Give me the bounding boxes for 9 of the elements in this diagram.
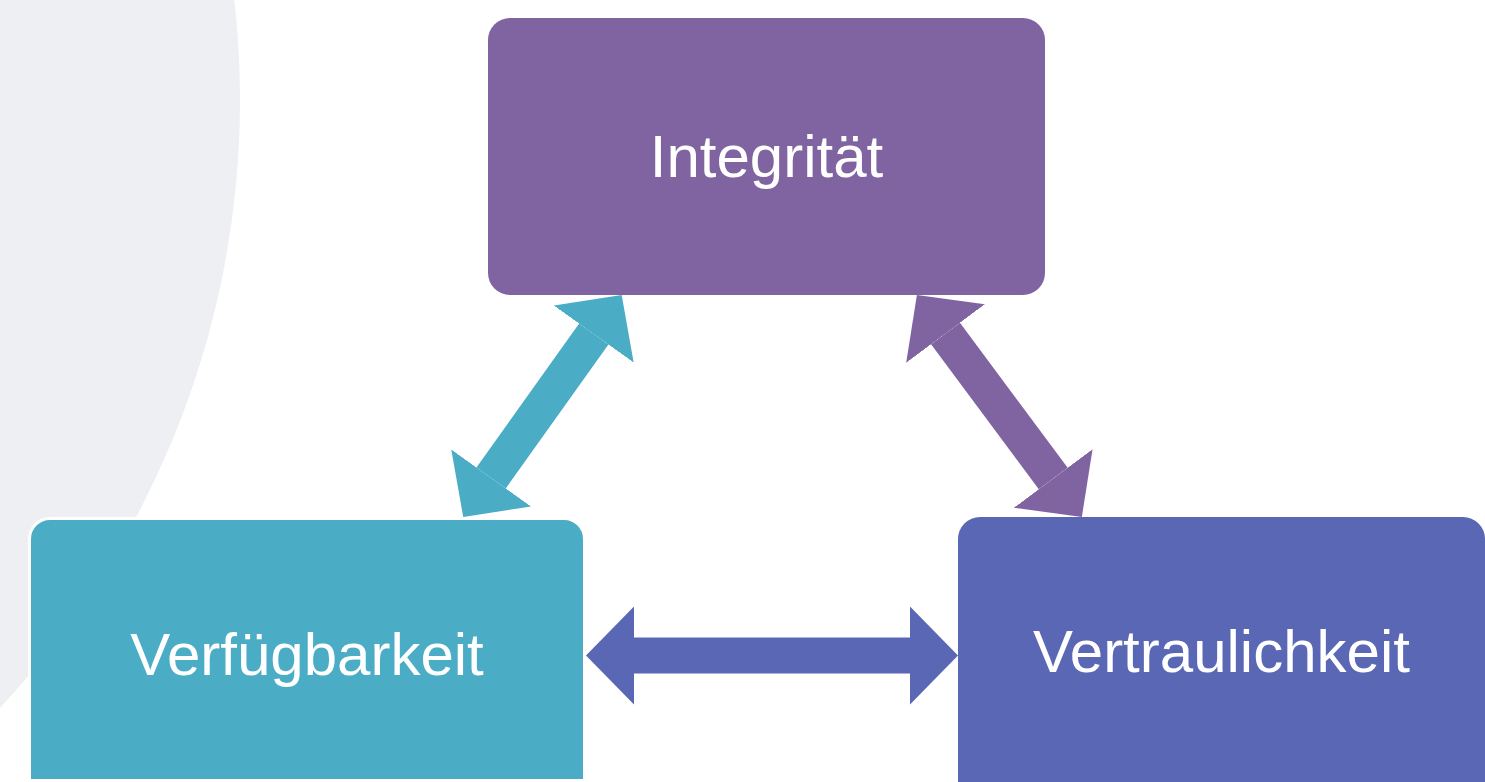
box-label: Verfügbarkeit xyxy=(130,620,484,689)
double-arrow xyxy=(906,295,1093,517)
double-arrow xyxy=(451,295,634,517)
box-label: Vertraulichkeit xyxy=(1033,617,1410,686)
box-label: Integrität xyxy=(649,122,884,191)
double-arrow xyxy=(586,606,958,705)
process-box xyxy=(488,18,1045,295)
process-box xyxy=(958,517,1485,782)
process-box xyxy=(28,517,586,782)
